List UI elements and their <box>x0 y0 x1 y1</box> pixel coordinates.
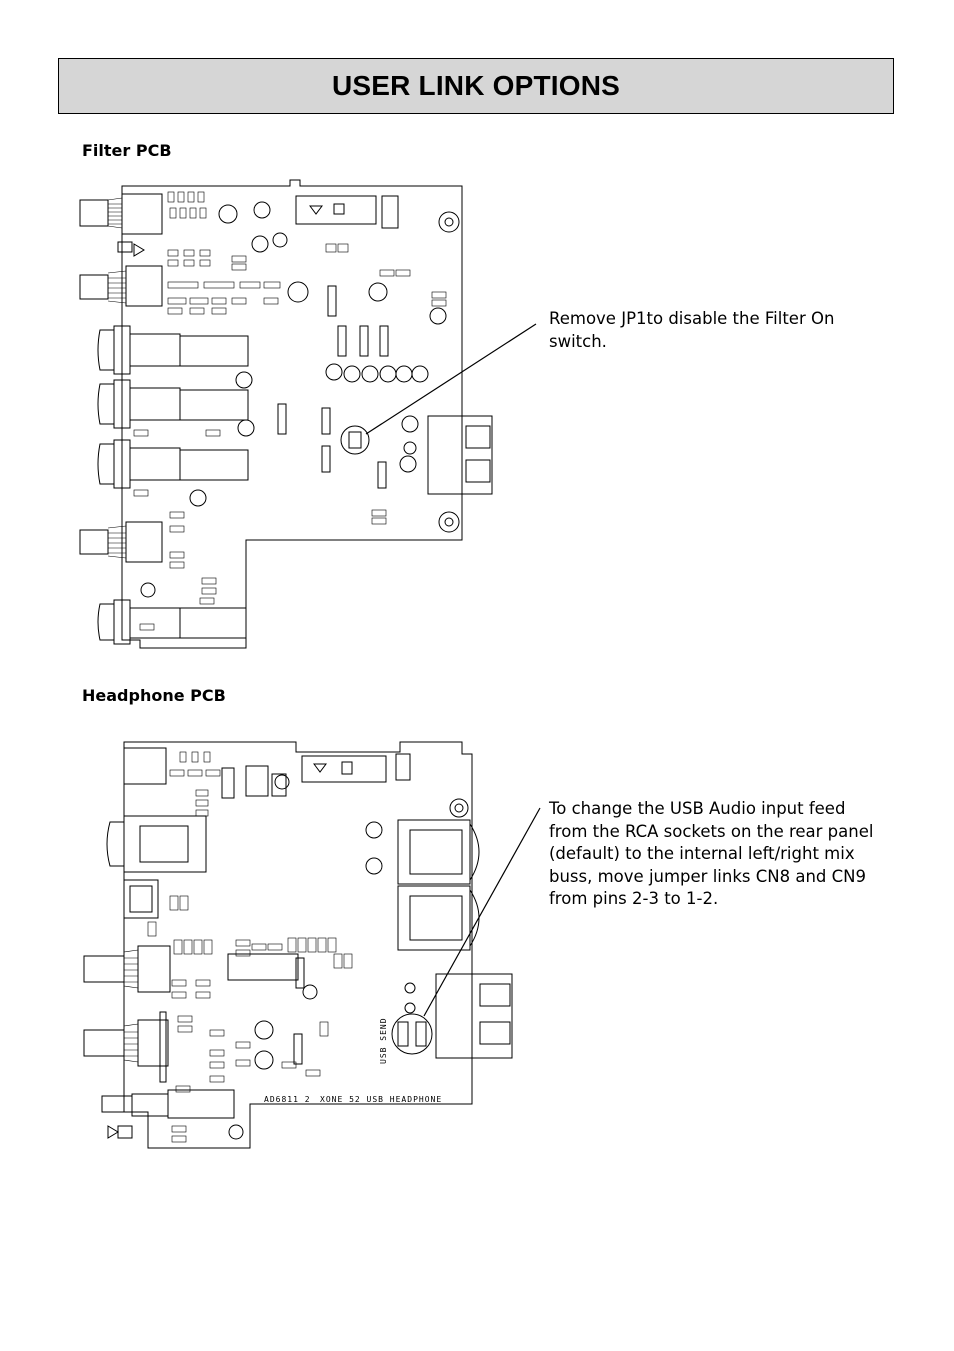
jp1-highlight-circle <box>340 425 370 455</box>
board-name-text: XONE 52 USB HEADPHONE <box>320 1095 442 1104</box>
resistor-array <box>147 751 353 1143</box>
filter-pcb-outline <box>121 179 463 649</box>
filter-pcb-callout: Remove JP1to disable the Filter On switc… <box>549 309 835 351</box>
usb-send-text: USB SEND <box>379 1017 388 1064</box>
filter-leader-line <box>365 323 537 435</box>
push-button <box>97 325 249 375</box>
headphone-pcb-heading: Headphone PCB <box>82 686 226 705</box>
resistor-array <box>133 191 447 631</box>
pot-shaft <box>79 199 109 227</box>
headphone-leader-line <box>423 807 541 1017</box>
headphone-pcb-callout: To change the USB Audio input feed from … <box>549 799 874 908</box>
cn8-cn9-highlight-circle <box>391 1013 433 1055</box>
page-title: USER LINK OPTIONS <box>331 70 621 101</box>
push-button <box>97 439 249 489</box>
pot-shaft <box>79 274 109 300</box>
page-title-box: USER LINK OPTIONS <box>58 58 894 114</box>
board-code-text: AD6811_2 <box>264 1095 311 1104</box>
filter-pcb-heading: Filter PCB <box>82 141 172 160</box>
headphone-pcb-outline <box>123 741 473 1149</box>
push-button <box>97 379 249 429</box>
